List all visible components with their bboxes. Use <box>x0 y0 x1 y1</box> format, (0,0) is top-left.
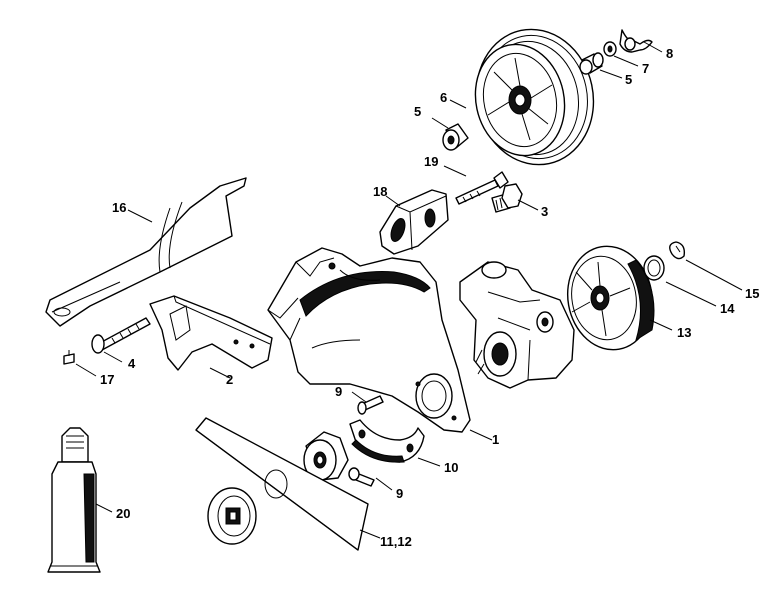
part-1-gear-housing <box>267 247 471 433</box>
part-6-large-wheel <box>474 28 595 166</box>
label-15: 15 <box>745 286 759 301</box>
part-16-blade-guard <box>45 177 247 327</box>
part-7-washer <box>603 41 617 57</box>
gearbox-assembly <box>459 261 575 389</box>
part-11-12-blade <box>195 417 369 551</box>
leader-lines <box>75 41 743 539</box>
label-16: 16 <box>112 200 126 215</box>
label-9-lower: 9 <box>396 486 403 501</box>
label-19: 19 <box>424 154 438 169</box>
part-4-screw <box>91 317 151 354</box>
label-2: 2 <box>226 372 233 387</box>
part-10-guard-segment <box>349 419 425 463</box>
part-17-small-screw <box>63 350 75 365</box>
part-5-bushing-upper <box>579 52 604 75</box>
label-5-lower: 5 <box>414 104 421 119</box>
label-10: 10 <box>444 460 458 475</box>
label-6: 6 <box>440 90 447 105</box>
part-2-support-plate <box>149 295 273 371</box>
flange-upper <box>303 431 349 481</box>
part-19-long-bolt <box>455 171 509 205</box>
flange-lower <box>207 487 257 545</box>
label-3: 3 <box>541 204 548 219</box>
label-7: 7 <box>642 61 649 76</box>
label-17: 17 <box>100 372 114 387</box>
part-14-washer <box>643 255 665 281</box>
part-9-screw-lower <box>348 467 375 487</box>
part-15-circlip <box>669 241 686 260</box>
part-labels: 1 2 3 4 5 5 6 7 8 9 9 10 11,12 13 14 15 … <box>100 46 759 549</box>
part-3-hex-bolt <box>491 183 523 213</box>
label-4: 4 <box>128 356 136 371</box>
label-8: 8 <box>666 46 673 61</box>
part-18-bracket <box>379 189 449 255</box>
label-13: 13 <box>677 325 691 340</box>
label-9-upper: 9 <box>335 384 342 399</box>
label-18: 18 <box>373 184 387 199</box>
part-8-wing-nut <box>619 29 653 53</box>
label-1: 1 <box>492 432 499 447</box>
label-5-upper: 5 <box>625 72 632 87</box>
part-13-small-wheel <box>566 245 655 351</box>
part-20-grease-tube <box>47 427 101 573</box>
label-11-12: 11,12 <box>380 534 412 549</box>
part-9-screw-upper <box>357 395 384 415</box>
label-14: 14 <box>720 301 735 316</box>
part-5-bushing-lower <box>442 123 469 151</box>
label-20: 20 <box>116 506 130 521</box>
